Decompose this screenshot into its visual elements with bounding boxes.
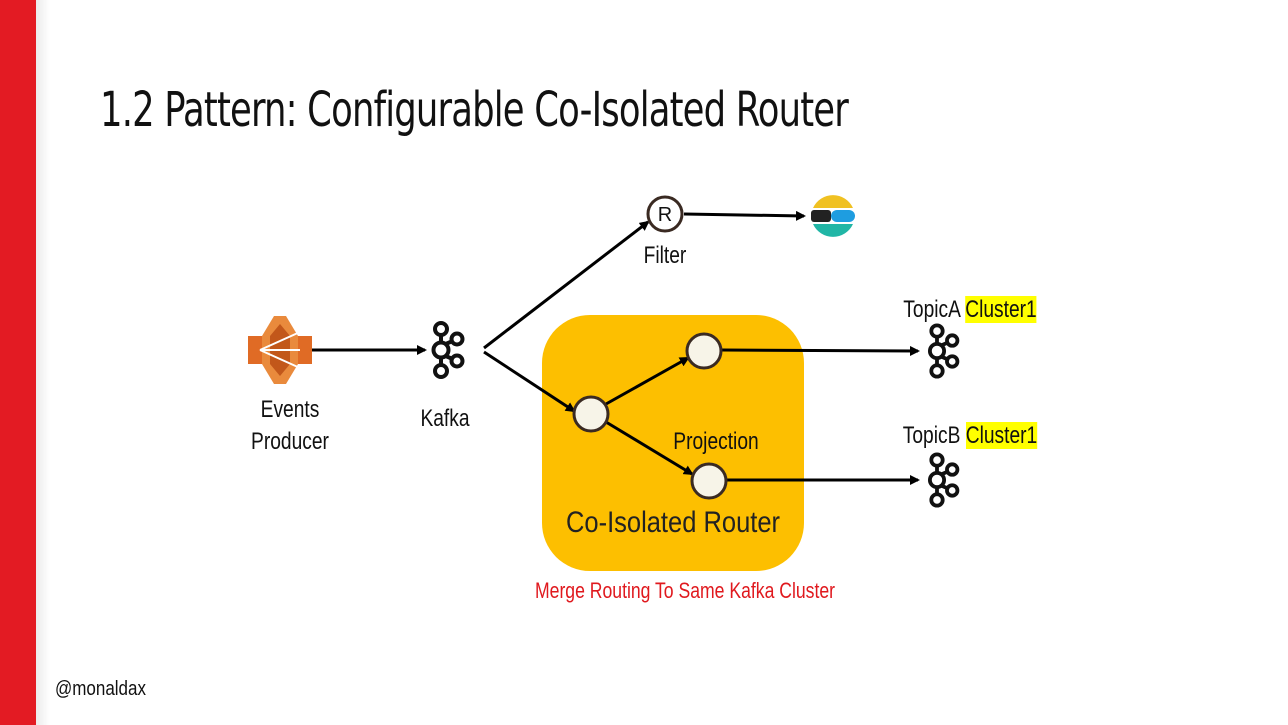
filter-router-node: R [646, 195, 684, 233]
router-to-upper-node-arrow [605, 356, 690, 406]
elasticsearch-icon [811, 195, 855, 237]
filter-label: Filter [643, 242, 687, 269]
filter-to-sink-arrow [683, 210, 806, 221]
merge-routing-note: Merge Routing To Same Kafka Cluster [535, 578, 835, 603]
events-producer-label: Events Producer [242, 394, 338, 458]
router-split-node [572, 395, 610, 433]
router-to-projection-arrow [605, 420, 694, 476]
events-producer-line2: Producer [251, 428, 329, 455]
co-isolated-router-box [542, 315, 804, 571]
topic-a-name: TopicA [903, 296, 960, 323]
kafka-icon [431, 321, 465, 379]
co-isolated-router-label: Co-Isolated Router [565, 506, 781, 539]
router-node-letter: R [658, 204, 672, 226]
kafka-to-filter-arrow [483, 220, 650, 350]
router-upper-node [685, 332, 723, 370]
kafka-label: Kafka [420, 405, 470, 432]
slide-title: 1.2 Pattern: Configurable Co-Isolated Ro… [100, 82, 849, 138]
sidebar-shadow [36, 0, 50, 725]
upper-node-to-topic-a-arrow [721, 345, 920, 356]
kafka-to-router-arrow [483, 350, 576, 413]
topic-a-cluster-badge: Cluster1 [965, 296, 1037, 323]
projection-node [690, 462, 728, 500]
red-sidebar-bar [0, 0, 36, 725]
events-producer-line1: Events [260, 396, 320, 423]
topic-b-label: TopicB Cluster1 [898, 420, 1042, 452]
topic-b-cluster-badge: Cluster1 [965, 422, 1038, 449]
projection-label: Projection [673, 428, 759, 455]
topic-b-name: TopicB [902, 422, 961, 449]
topic-a-label: TopicA Cluster1 [898, 294, 1042, 326]
topic-b-kafka-icon [927, 452, 960, 508]
topic-a-kafka-icon [927, 323, 960, 379]
aws-producer-icon [248, 316, 312, 384]
author-handle: @monaldax [55, 678, 146, 700]
